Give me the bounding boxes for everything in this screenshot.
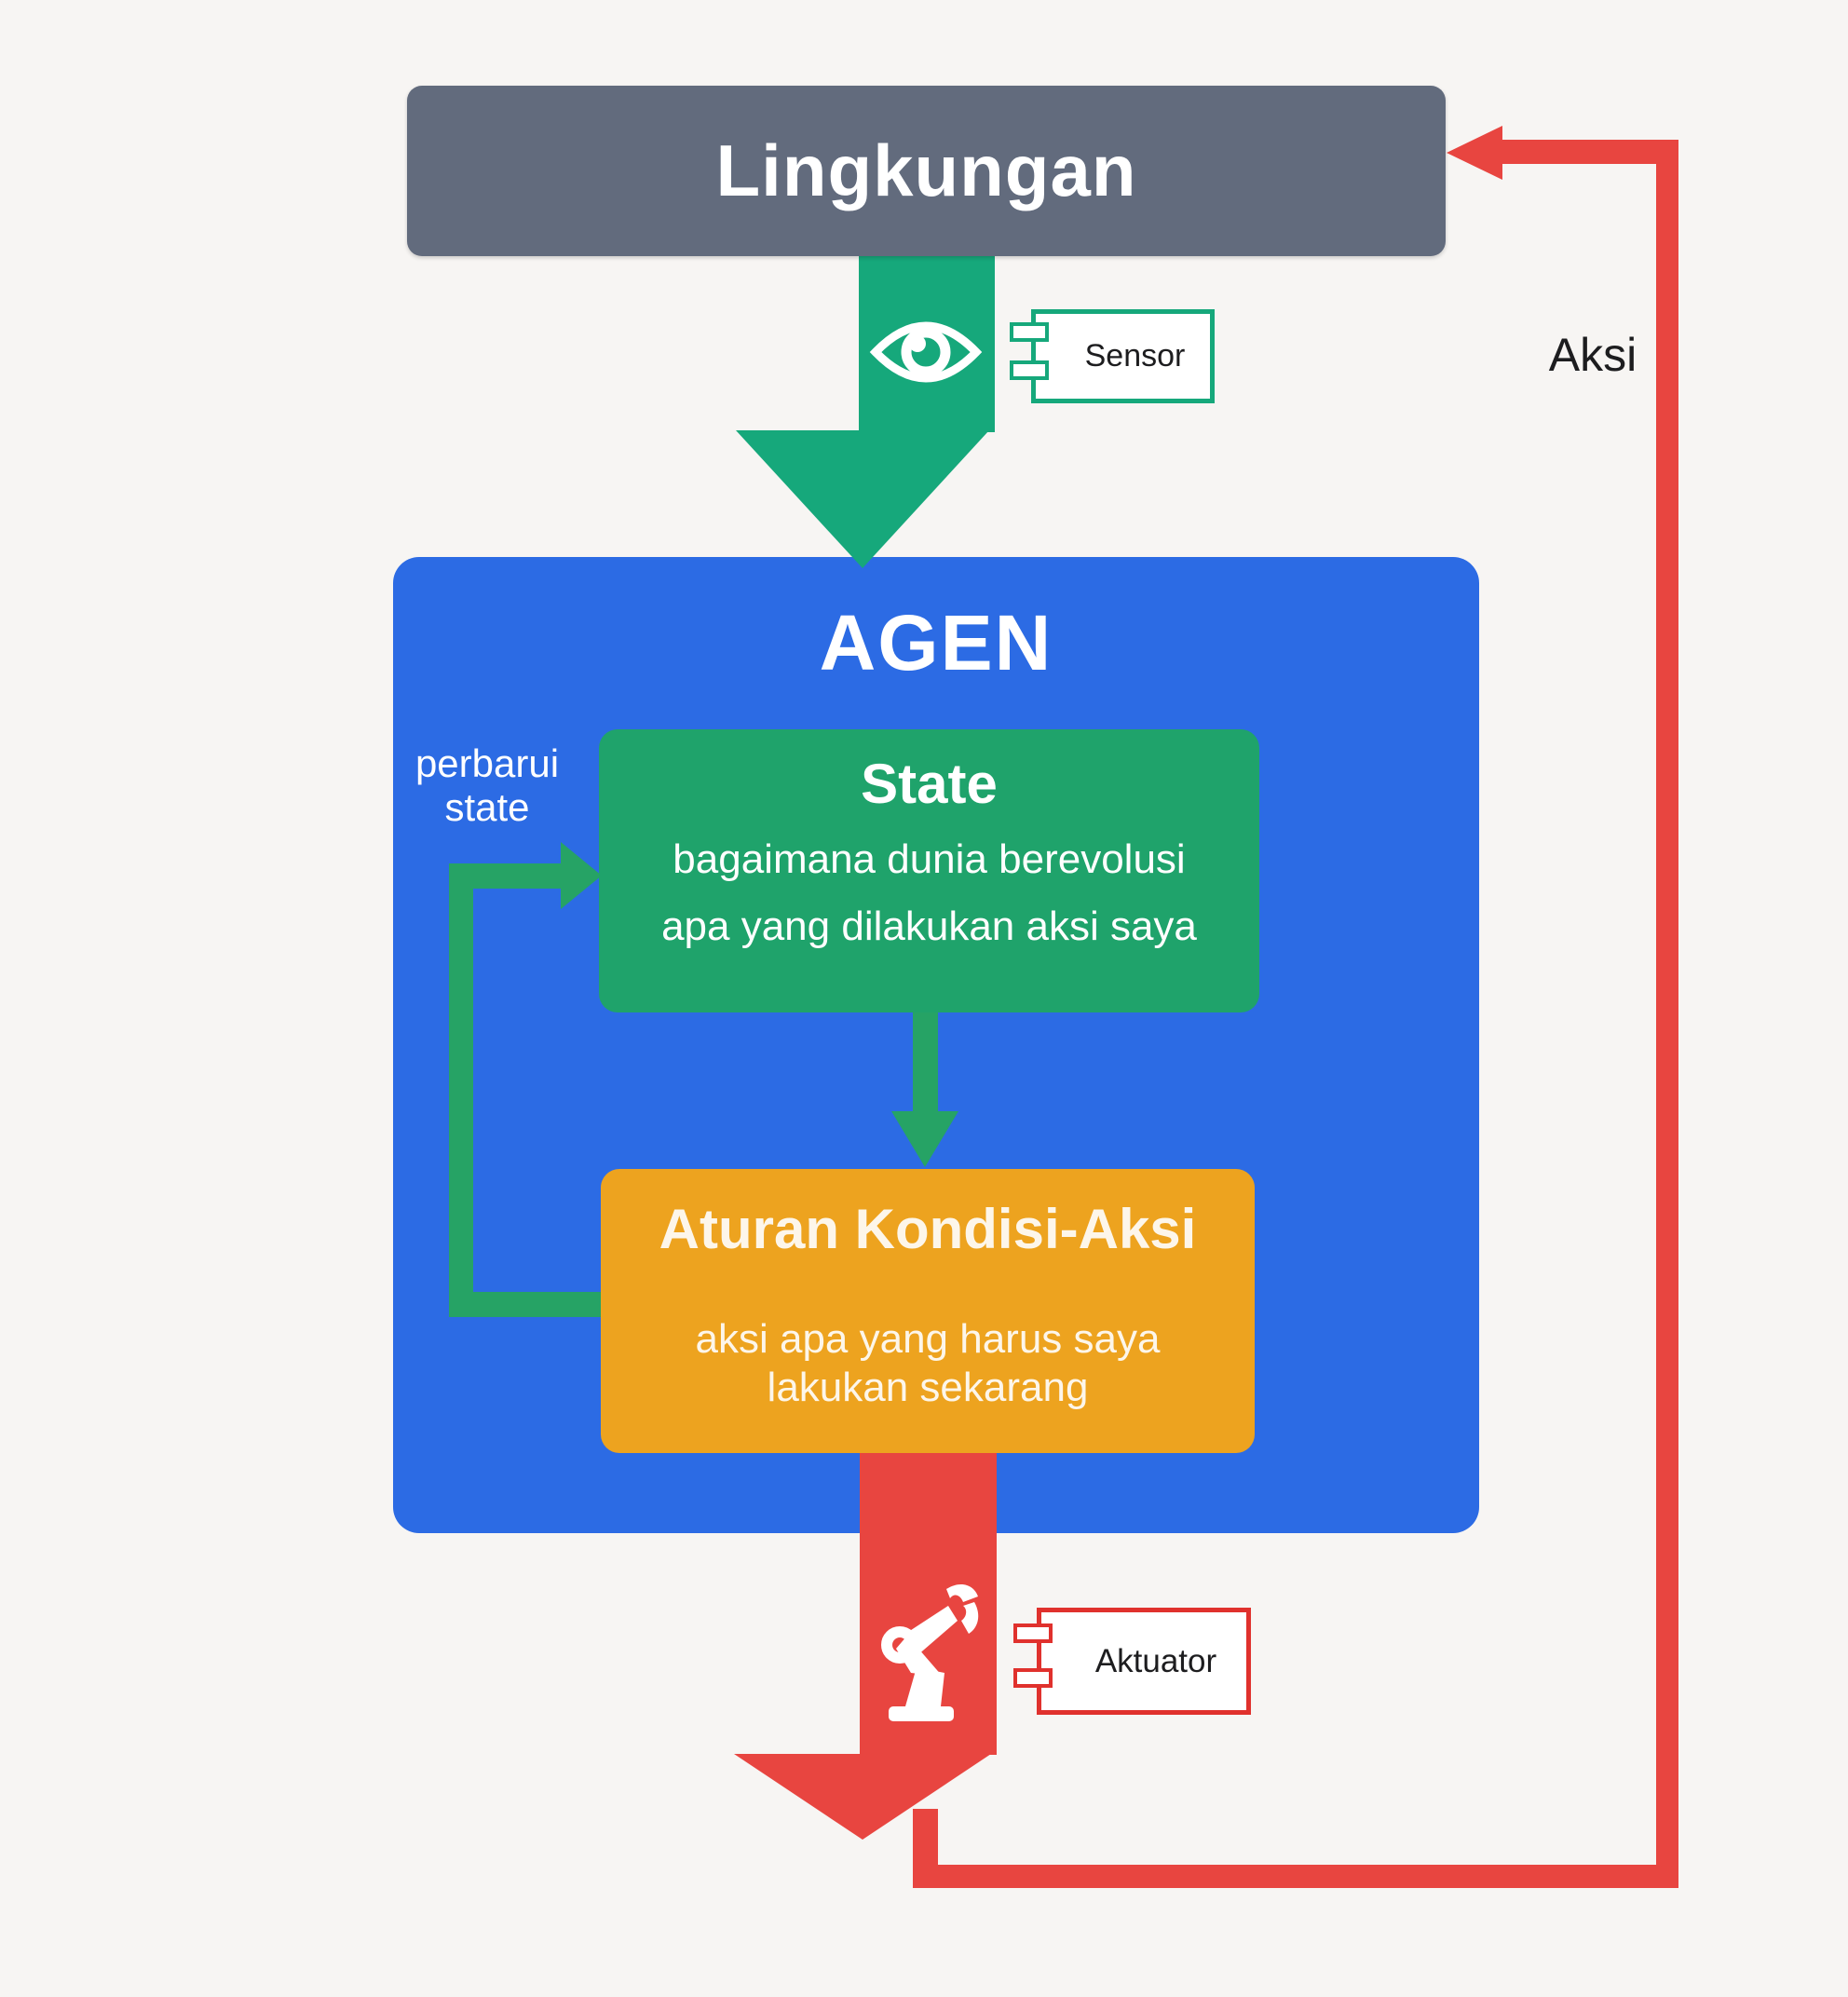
action-loop-arrow-head <box>1447 126 1502 180</box>
rules-box-title: Aturan Kondisi-Aksi <box>659 1198 1197 1260</box>
action-arrow-head <box>734 1754 991 1840</box>
state-to-rules-arrow-head <box>891 1111 958 1167</box>
action-loop-right <box>1656 140 1678 1888</box>
update-loop-bottom <box>449 1292 602 1317</box>
state-box: State bagaimana dunia berevolusi apa yan… <box>599 729 1259 1012</box>
state-box-line1: bagaimana dunia berevolusi <box>673 836 1186 882</box>
update-loop-top <box>449 863 563 889</box>
state-box-title: State <box>861 753 998 815</box>
action-loop-bottom <box>913 1865 1678 1888</box>
state-box-line2: apa yang dilakukan aksi saya <box>661 903 1197 949</box>
actuator-label: Aktuator <box>1094 1642 1217 1679</box>
eye-icon <box>868 315 984 389</box>
action-loop-top <box>1502 140 1678 164</box>
update-loop-arrow-head <box>561 842 602 909</box>
percept-arrow-head <box>736 430 989 568</box>
update-state-label: perbarui state <box>414 741 560 830</box>
state-to-rules-arrow-shaft <box>913 1012 938 1113</box>
uml-component-icon <box>1013 1668 1053 1688</box>
sensor-component-box: Sensor <box>1031 309 1215 403</box>
update-loop-vertical <box>449 864 473 1317</box>
environment-box: Lingkungan <box>407 86 1446 256</box>
uml-component-icon <box>1013 1623 1053 1643</box>
robot-arm-icon <box>864 1580 984 1725</box>
rules-box-line2: lakukan sekarang <box>767 1364 1089 1410</box>
uml-component-icon <box>1010 322 1049 342</box>
sensor-label: Sensor <box>1084 338 1186 374</box>
actuator-component-box: Aktuator <box>1037 1608 1251 1715</box>
action-label: Aksi <box>1548 329 1637 381</box>
uml-component-icon <box>1010 360 1049 380</box>
rules-box-line1: aksi apa yang harus saya <box>695 1316 1161 1362</box>
agent-title: AGEN <box>819 598 1053 686</box>
environment-label: Lingkungan <box>715 129 1137 211</box>
condition-action-rules-box: Aturan Kondisi-Aksi aksi apa yang harus … <box>601 1169 1255 1453</box>
